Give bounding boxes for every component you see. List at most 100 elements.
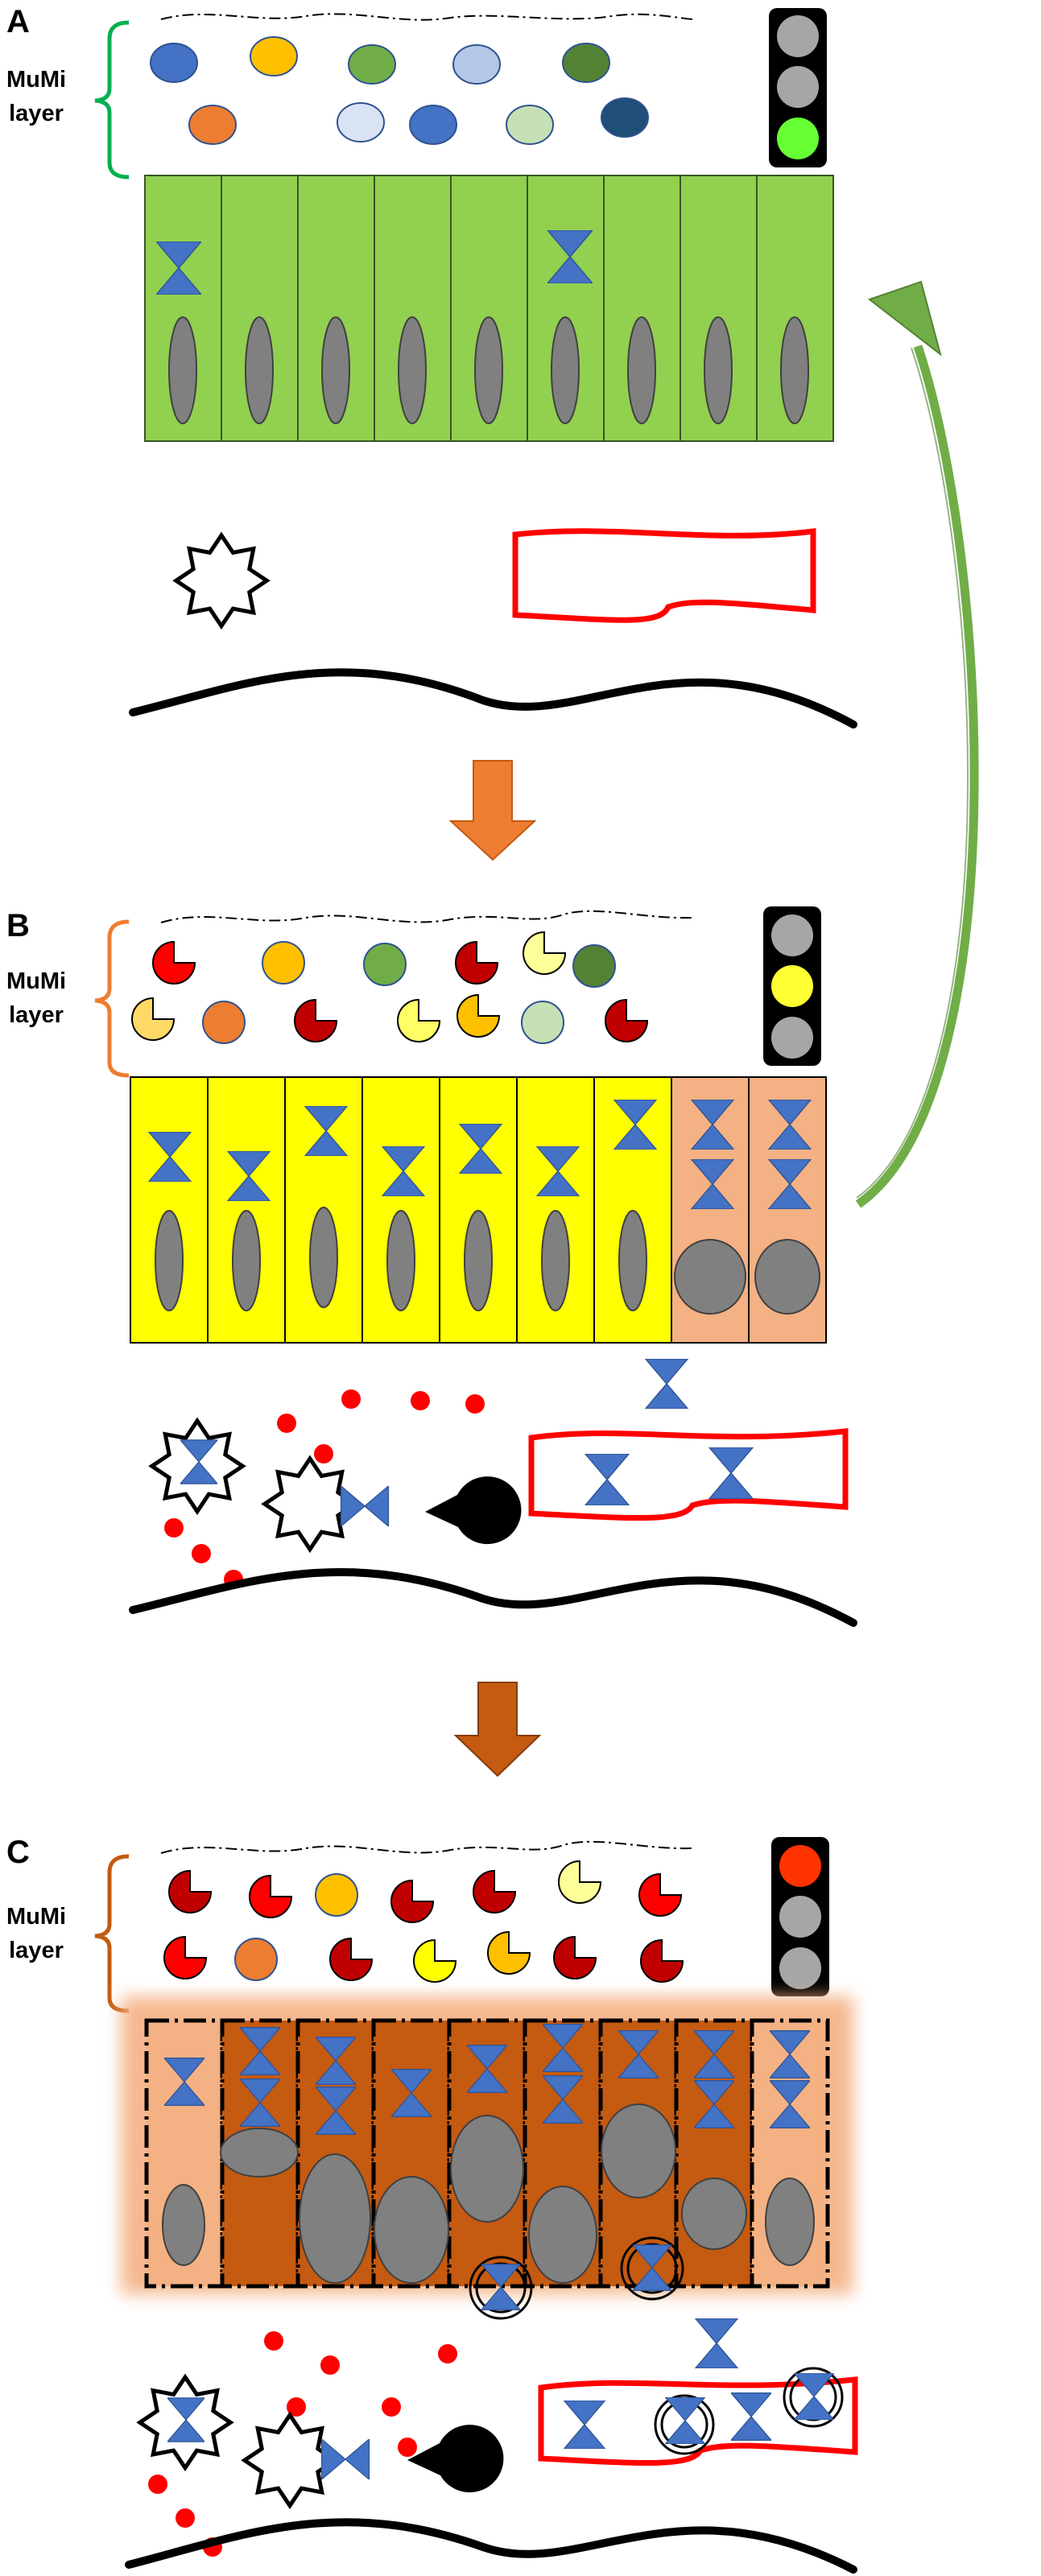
damaged-microbe — [455, 940, 499, 985]
red-particles-c — [148, 2331, 457, 2557]
microbe — [521, 1001, 564, 1044]
damaged-microbe — [487, 1930, 531, 1975]
red-particle — [341, 1389, 361, 1409]
mumi-bracket-b — [94, 919, 130, 1078]
damaged-microbe — [163, 1935, 208, 1979]
pacman-icon — [407, 2425, 504, 2493]
microbe — [572, 944, 616, 988]
feedback-arrow-head — [867, 280, 942, 357]
nucleus-icon — [450, 2115, 524, 2223]
damaged-microbe — [294, 998, 338, 1042]
nucleus-icon — [374, 2176, 449, 2284]
basement-membrane-a — [129, 668, 857, 729]
basement-membrane-c — [125, 2518, 857, 2574]
mumi-bracket-c — [94, 1854, 130, 2013]
microbe — [150, 43, 198, 83]
nucleus-icon — [627, 316, 656, 424]
microbe — [250, 36, 298, 76]
nucleus-icon — [601, 2103, 676, 2198]
damaged-microbe — [640, 1938, 684, 1983]
red-particle — [192, 1544, 211, 1563]
damaged-microbe — [152, 940, 196, 985]
nucleus-icon — [464, 1210, 493, 1311]
panel-letter-a: A — [6, 4, 30, 39]
feedback-arrow-shaft — [855, 345, 979, 1208]
traffic-light-c — [771, 1837, 829, 1996]
blood-vessel-icon — [528, 1428, 849, 1521]
marked-junction-ring — [469, 2256, 533, 2320]
nucleus-icon — [299, 2153, 371, 2284]
hourglass-junction-icon — [794, 2373, 834, 2420]
star-icon — [261, 1455, 359, 1554]
mucus-surface-b — [160, 910, 693, 923]
microbe — [188, 105, 237, 145]
damaged-microbe — [638, 1872, 683, 1917]
red-particle — [438, 2344, 457, 2363]
microbe — [348, 44, 396, 85]
mumi-label-c-line1: MuMi — [6, 1904, 66, 1930]
microbe — [409, 105, 457, 145]
nucleus-icon — [155, 1210, 184, 1311]
nucleus-icon — [618, 1210, 647, 1311]
traffic-light-b — [763, 906, 821, 1066]
nucleus-icon — [704, 316, 733, 424]
damaged-microbe — [473, 1869, 517, 1913]
microbe — [452, 44, 501, 85]
microbe — [562, 43, 610, 83]
hourglass-junction-icon — [694, 2318, 739, 2368]
nucleus-icon — [232, 1210, 261, 1311]
transition-arrow-a-b — [448, 760, 537, 861]
traffic-light-red-off — [777, 15, 819, 57]
hourglass-junction-icon — [665, 2397, 705, 2444]
pacman-icon — [425, 1476, 522, 1545]
damaged-microbe — [523, 931, 567, 975]
hourglass-junction-icon — [320, 2439, 370, 2479]
traffic-light-green-off — [771, 1017, 813, 1059]
panel-a: A MuMi layer — [6, 4, 857, 729]
red-particle — [277, 1414, 296, 1433]
microbiota-b — [131, 931, 649, 1044]
damaged-microbe — [605, 998, 649, 1042]
mumi-bracket-a — [94, 20, 130, 180]
red-particle — [382, 2397, 401, 2417]
marked-junction-ring — [620, 2236, 684, 2301]
microbe — [315, 1873, 358, 1917]
epithelium-b — [130, 1076, 827, 1344]
nucleus-icon — [245, 316, 274, 424]
nucleus-icon — [220, 2128, 299, 2178]
hourglass-junction-icon — [644, 1359, 689, 1409]
red-particle — [264, 2331, 283, 2351]
mumi-label-a-line2: layer — [9, 101, 64, 126]
damaged-microbe — [413, 1938, 457, 1983]
panel-c: C MuMi layer — [6, 1835, 858, 2574]
traffic-light-yellow-off — [779, 1896, 821, 1938]
red-particle — [465, 1394, 485, 1414]
basement-membrane-b — [129, 1567, 857, 1627]
damaged-microbe — [249, 1874, 293, 1918]
traffic-light-a — [769, 8, 827, 167]
hourglass-junction-icon — [708, 1447, 754, 1499]
nucleus-icon — [309, 1207, 338, 1308]
marked-junction-ring — [654, 2394, 715, 2455]
mucus-surface-c — [160, 1840, 693, 1854]
blood-vessel-icon — [512, 528, 816, 623]
transition-arrow-b-c — [453, 1682, 542, 1777]
panel-letter-b: B — [6, 908, 30, 943]
damaged-microbe — [168, 1869, 213, 1913]
mumi-label-b-line2: layer — [9, 1002, 64, 1028]
nucleus-icon — [551, 316, 580, 424]
nucleus-icon — [386, 1210, 415, 1311]
red-particle — [176, 2508, 195, 2528]
hourglass-junction-icon — [585, 1454, 630, 1505]
nucleus-icon — [528, 2186, 597, 2284]
marked-junction-ring — [783, 2367, 844, 2428]
blood-vessel-icon — [538, 2376, 858, 2467]
damaged-microbe — [329, 1937, 374, 1981]
microbe — [337, 102, 385, 142]
nucleus-icon — [780, 316, 809, 424]
epithelium-c — [121, 1996, 853, 2320]
damaged-microbe — [390, 1879, 435, 1923]
nucleus-icon — [754, 1239, 820, 1315]
red-particles-b — [164, 1389, 485, 1589]
